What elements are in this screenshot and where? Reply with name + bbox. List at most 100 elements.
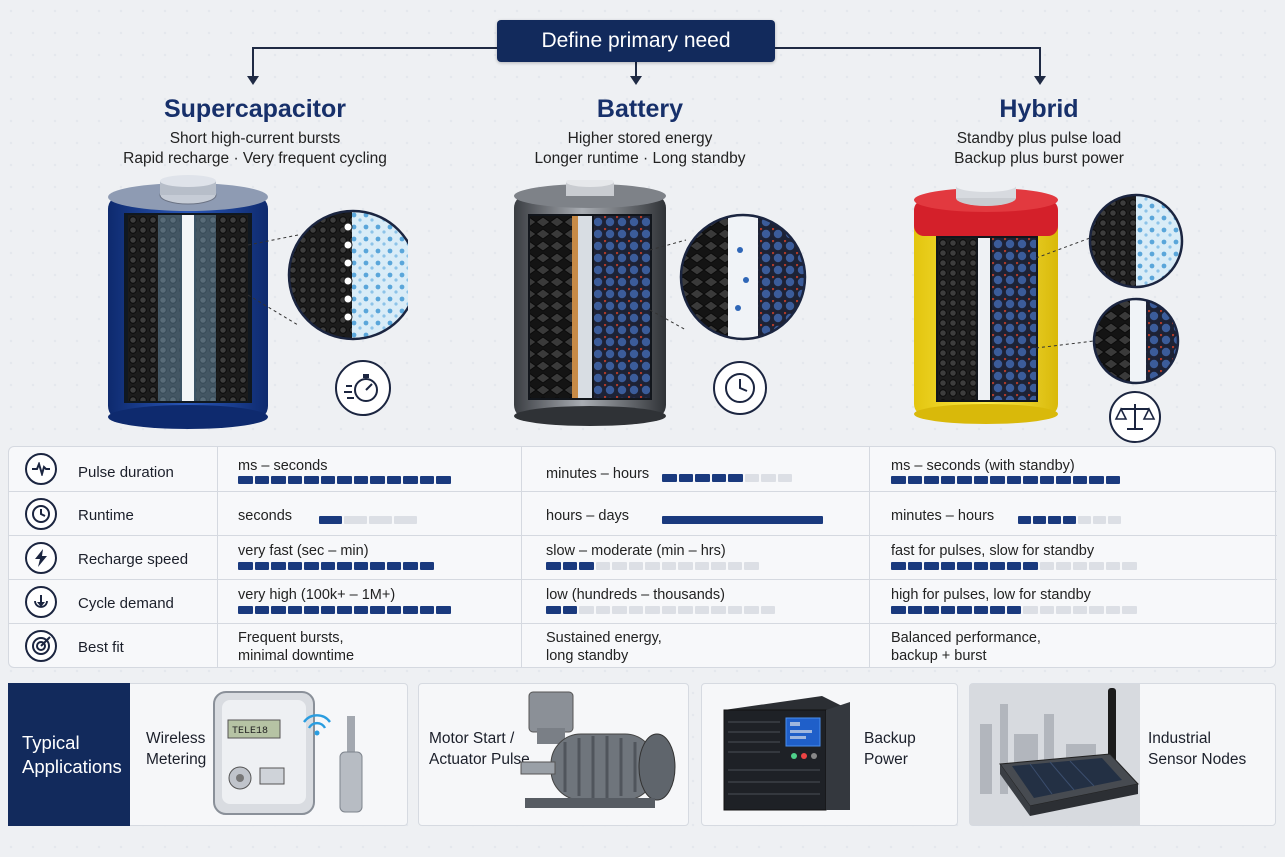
level-segment	[271, 606, 286, 614]
battery-cell-illustration	[514, 180, 807, 426]
level-segment	[595, 606, 610, 614]
level-segment	[744, 606, 759, 614]
need-connector-lines	[247, 47, 1046, 85]
app-card-industrial-sensor: Industrial Sensor Nodes	[969, 683, 1276, 826]
level-segment	[386, 476, 401, 484]
level-segment	[973, 476, 988, 484]
app-label-line2: Sensor Nodes	[1148, 751, 1247, 768]
level-segment	[1105, 562, 1120, 570]
cell-supercapacitor-runtime: seconds	[238, 508, 293, 524]
app-card-motor-start: Motor Start / Actuator Pulse	[418, 683, 689, 826]
level-segment	[957, 476, 972, 484]
app-card-backup-power: Backup Power	[701, 683, 958, 826]
column-sub-supercapacitor-1: Short high-current bursts	[169, 130, 341, 147]
level-segment	[1105, 606, 1120, 614]
level-segment	[1056, 606, 1071, 614]
cell-battery-best-fit-1: Sustained energy,	[546, 630, 662, 646]
level-segment	[695, 474, 710, 482]
level-segment	[678, 474, 693, 482]
level-segment	[1006, 606, 1021, 614]
level-segment	[320, 606, 335, 614]
table-row: Recharge speed very fast (sec – min) slo…	[9, 536, 1277, 580]
level-bar	[238, 562, 434, 570]
column-sub-supercapacitor-2: Rapid recharge · Very frequent cycling	[123, 150, 387, 167]
apps-label-line2: Applications	[22, 755, 122, 777]
backup-power-unit-icon	[723, 696, 850, 811]
cell-supercapacitor-best-fit-2: minimal downtime	[238, 648, 355, 664]
level-segment	[777, 474, 792, 482]
level-segment	[403, 476, 418, 484]
electric-motor-icon	[520, 691, 676, 808]
level-bar	[662, 474, 792, 482]
level-segment	[1048, 516, 1061, 524]
level-segment	[924, 606, 939, 614]
level-segment	[727, 562, 742, 570]
level-segment	[1089, 562, 1104, 570]
level-segment	[370, 562, 385, 570]
level-segment	[319, 516, 342, 524]
level-segment	[304, 476, 319, 484]
cell-hybrid-cycle: high for pulses, low for standby	[891, 587, 1091, 603]
level-segment	[711, 606, 726, 614]
level-segment	[254, 476, 269, 484]
level-segment	[711, 474, 726, 482]
level-bar	[662, 516, 823, 524]
apps-label-line1: Typical	[22, 731, 80, 753]
level-segment	[957, 606, 972, 614]
level-segment	[678, 606, 693, 614]
level-segment	[436, 476, 451, 484]
level-segment	[1006, 476, 1021, 484]
level-segment	[546, 562, 561, 570]
column-sub-battery-2: Longer runtime · Long standby	[534, 150, 746, 167]
hybrid-cell-illustration	[914, 180, 1184, 443]
level-segment	[645, 562, 660, 570]
level-segment	[1108, 516, 1121, 524]
app-label-line1: Wireless	[146, 730, 206, 747]
cell-battery-pulse: minutes – hours	[546, 466, 650, 482]
level-segment	[612, 606, 627, 614]
level-segment	[1105, 476, 1120, 484]
level-segment	[1122, 606, 1137, 614]
level-segment	[1072, 562, 1087, 570]
level-segment	[957, 562, 972, 570]
level-segment	[562, 562, 577, 570]
cell-hybrid-best-fit-1: Balanced performance,	[891, 630, 1041, 646]
level-segment	[271, 562, 286, 570]
column-sub-hybrid-2: Backup plus burst power	[954, 150, 1124, 167]
app-label-line2: Metering	[146, 751, 207, 768]
cell-hybrid-runtime: minutes – hours	[891, 508, 995, 524]
level-segment	[386, 606, 401, 614]
level-segment	[287, 606, 302, 614]
table-row: Runtime seconds hours – days minutes – h…	[9, 492, 1277, 536]
app-label-line1: Industrial	[1148, 730, 1211, 747]
level-segment	[973, 606, 988, 614]
level-segment	[353, 476, 368, 484]
level-segment	[1023, 476, 1038, 484]
level-segment	[628, 606, 643, 614]
level-bar	[1018, 516, 1121, 524]
table-row: Cycle demand very high (100k+ – 1M+) low…	[9, 580, 1277, 624]
level-segment	[662, 474, 677, 482]
level-segment	[940, 562, 955, 570]
level-segment	[562, 606, 577, 614]
column-title-hybrid: Hybrid	[999, 95, 1079, 123]
level-segment	[579, 562, 594, 570]
column-sub-battery-1: Higher stored energy	[567, 130, 713, 147]
level-segment	[891, 476, 906, 484]
level-segment	[320, 476, 335, 484]
level-segment	[320, 562, 335, 570]
level-segment	[1039, 562, 1054, 570]
level-segment	[907, 562, 922, 570]
level-segment	[744, 474, 759, 482]
level-segment	[711, 562, 726, 570]
stopwatch-icon	[335, 360, 391, 416]
app-label-line1: Motor Start /	[429, 730, 515, 747]
level-segment	[254, 606, 269, 614]
cell-hybrid-best-fit-2: backup + burst	[891, 648, 987, 664]
level-segment	[344, 516, 367, 524]
level-segment	[662, 516, 823, 524]
table-divider	[869, 447, 870, 667]
level-segment	[238, 476, 253, 484]
level-segment	[394, 516, 417, 524]
level-segment	[728, 474, 743, 482]
